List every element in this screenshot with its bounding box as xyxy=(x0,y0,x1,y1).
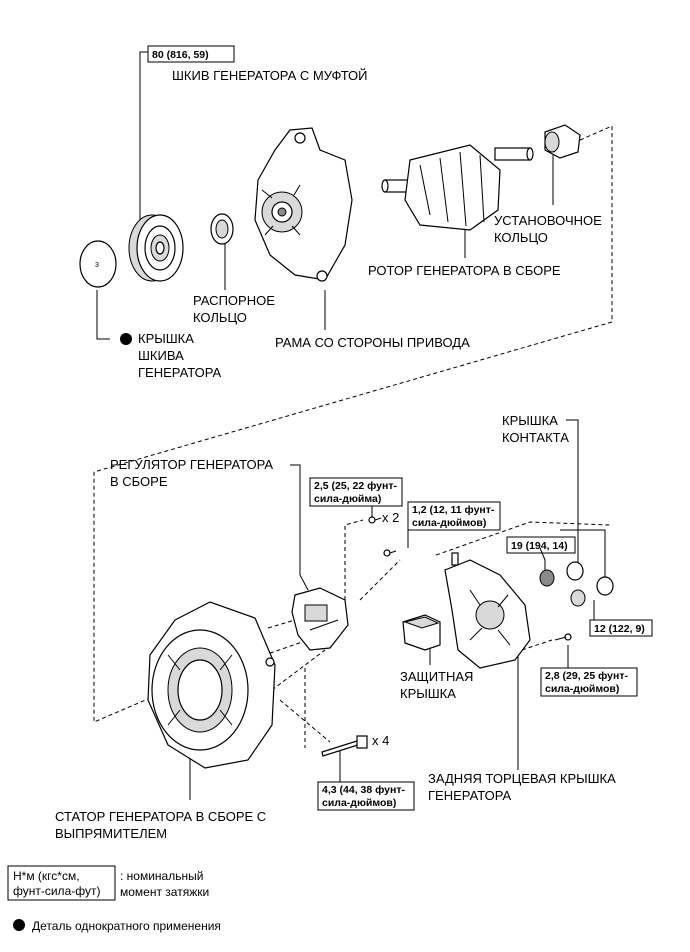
legend-single-use-text: Деталь однократного применения xyxy=(32,919,221,933)
legend: Н*м (кгс*см, фунт-сила-фут) : номинальны… xyxy=(7,865,221,933)
label-retainer-line1: УСТАНОВОЧНОЕ xyxy=(494,213,602,228)
single-use-marker xyxy=(120,333,132,345)
torque-small-screw-line1: 1,2 (12, 11 фунт- xyxy=(412,504,495,516)
torque-regulator-line2: сила-дюйма) xyxy=(314,493,381,505)
label-rear-cover-line2: ГЕНЕРАТОРА xyxy=(428,788,511,803)
label-cap-line3: ГЕНЕРАТОРА xyxy=(138,365,221,380)
legend-desc-line2: момент затяжки xyxy=(120,885,209,899)
torque-bolt-line2: сила-дюймов) xyxy=(322,797,396,809)
torque-bolt-line1: 4,3 (44, 38 фунт- xyxy=(322,784,405,796)
assembly-axis-lines xyxy=(93,125,613,748)
pulley-cap: 3 xyxy=(79,240,117,288)
stator-with-rectifier xyxy=(147,601,276,769)
label-protector-line2: КРЫШКА xyxy=(400,686,456,701)
through-bolt xyxy=(321,735,368,757)
label-pulley: ШКИВ ГЕНЕРАТОРА С МУФТОЙ xyxy=(172,68,368,83)
qty-bolts: x 4 xyxy=(372,733,389,748)
regulator-screws xyxy=(368,516,397,557)
legend-box-line2: фунт-сила-фут) xyxy=(13,884,100,898)
cap-marking: 3 xyxy=(95,262,99,269)
label-drive-frame: РАМА СО СТОРОНЫ ПРИВОДА xyxy=(275,335,470,350)
torque-nut-a: 19 (194, 14) xyxy=(511,540,568,552)
label-regulator-line1: РЕГУЛЯТОР ГЕНЕРАТОРА xyxy=(110,457,273,472)
label-cap-line1: КРЫШКА xyxy=(138,331,194,346)
quantities: x 2 x 4 xyxy=(372,510,399,748)
rear-cover-screw xyxy=(554,633,572,641)
label-terminal-cap-line1: КРЫШКА xyxy=(502,413,558,428)
voltage-regulator xyxy=(291,587,349,651)
pulley-with-clutch xyxy=(128,214,184,282)
label-spacer-line1: РАСПОРНОЕ xyxy=(193,293,275,308)
label-regulator-line2: В СБОРЕ xyxy=(110,474,168,489)
torque-regulator-line1: 2,5 (25, 22 фунт- xyxy=(314,480,397,492)
generator-rotor xyxy=(381,144,534,231)
label-rear-cover-line1: ЗАДНЯЯ ТОРЦЕВАЯ КРЫШКА xyxy=(428,771,616,786)
leader-lines xyxy=(96,51,606,800)
label-rotor: РОТОР ГЕНЕРАТОРА В СБОРЕ xyxy=(368,263,561,278)
drive-end-frame xyxy=(254,127,353,282)
label-terminal-cap-line2: КОНТАКТА xyxy=(502,430,569,445)
terminal-nuts xyxy=(539,561,614,607)
part-labels: ШКИВ ГЕНЕРАТОРА С МУФТОЙ РАСПОРНОЕ КОЛЬЦ… xyxy=(55,68,616,841)
legend-single-use-marker xyxy=(13,919,25,931)
label-spacer-line2: КОЛЬЦО xyxy=(193,310,247,325)
torque-rear-screw-line2: сила-дюймов) xyxy=(545,683,619,695)
label-cap-line2: ШКИВА xyxy=(138,348,184,363)
label-stator-line1: СТАТОР ГЕНЕРАТОРА В СБОРЕ С xyxy=(55,809,266,824)
qty-regulator-screws: x 2 xyxy=(382,510,399,525)
label-protector-line1: ЗАЩИТНАЯ xyxy=(400,669,473,684)
torque-pulley: 80 (816, 59) xyxy=(152,49,209,61)
torque-specs: 80 (816, 59) 2,5 (25, 22 фунт- сила-дюйм… xyxy=(147,45,653,811)
retainer xyxy=(544,124,581,159)
protector-cover xyxy=(402,614,441,651)
torque-small-screw-line2: сила-дюймов) xyxy=(412,517,486,529)
legend-desc-line1: : номинальный xyxy=(120,869,203,883)
spacer-collar xyxy=(210,213,234,245)
label-stator-line2: ВЫПРЯМИТЕЛЕМ xyxy=(55,826,167,841)
legend-box-line1: Н*м (кгс*см, xyxy=(13,869,80,883)
torque-nut-b: 12 (122, 9) xyxy=(594,623,645,635)
torque-rear-screw-line1: 2,8 (29, 25 фунт- xyxy=(545,670,628,682)
rear-end-cover xyxy=(444,552,531,669)
label-retainer-line2: КОЛЬЦО xyxy=(494,230,548,245)
